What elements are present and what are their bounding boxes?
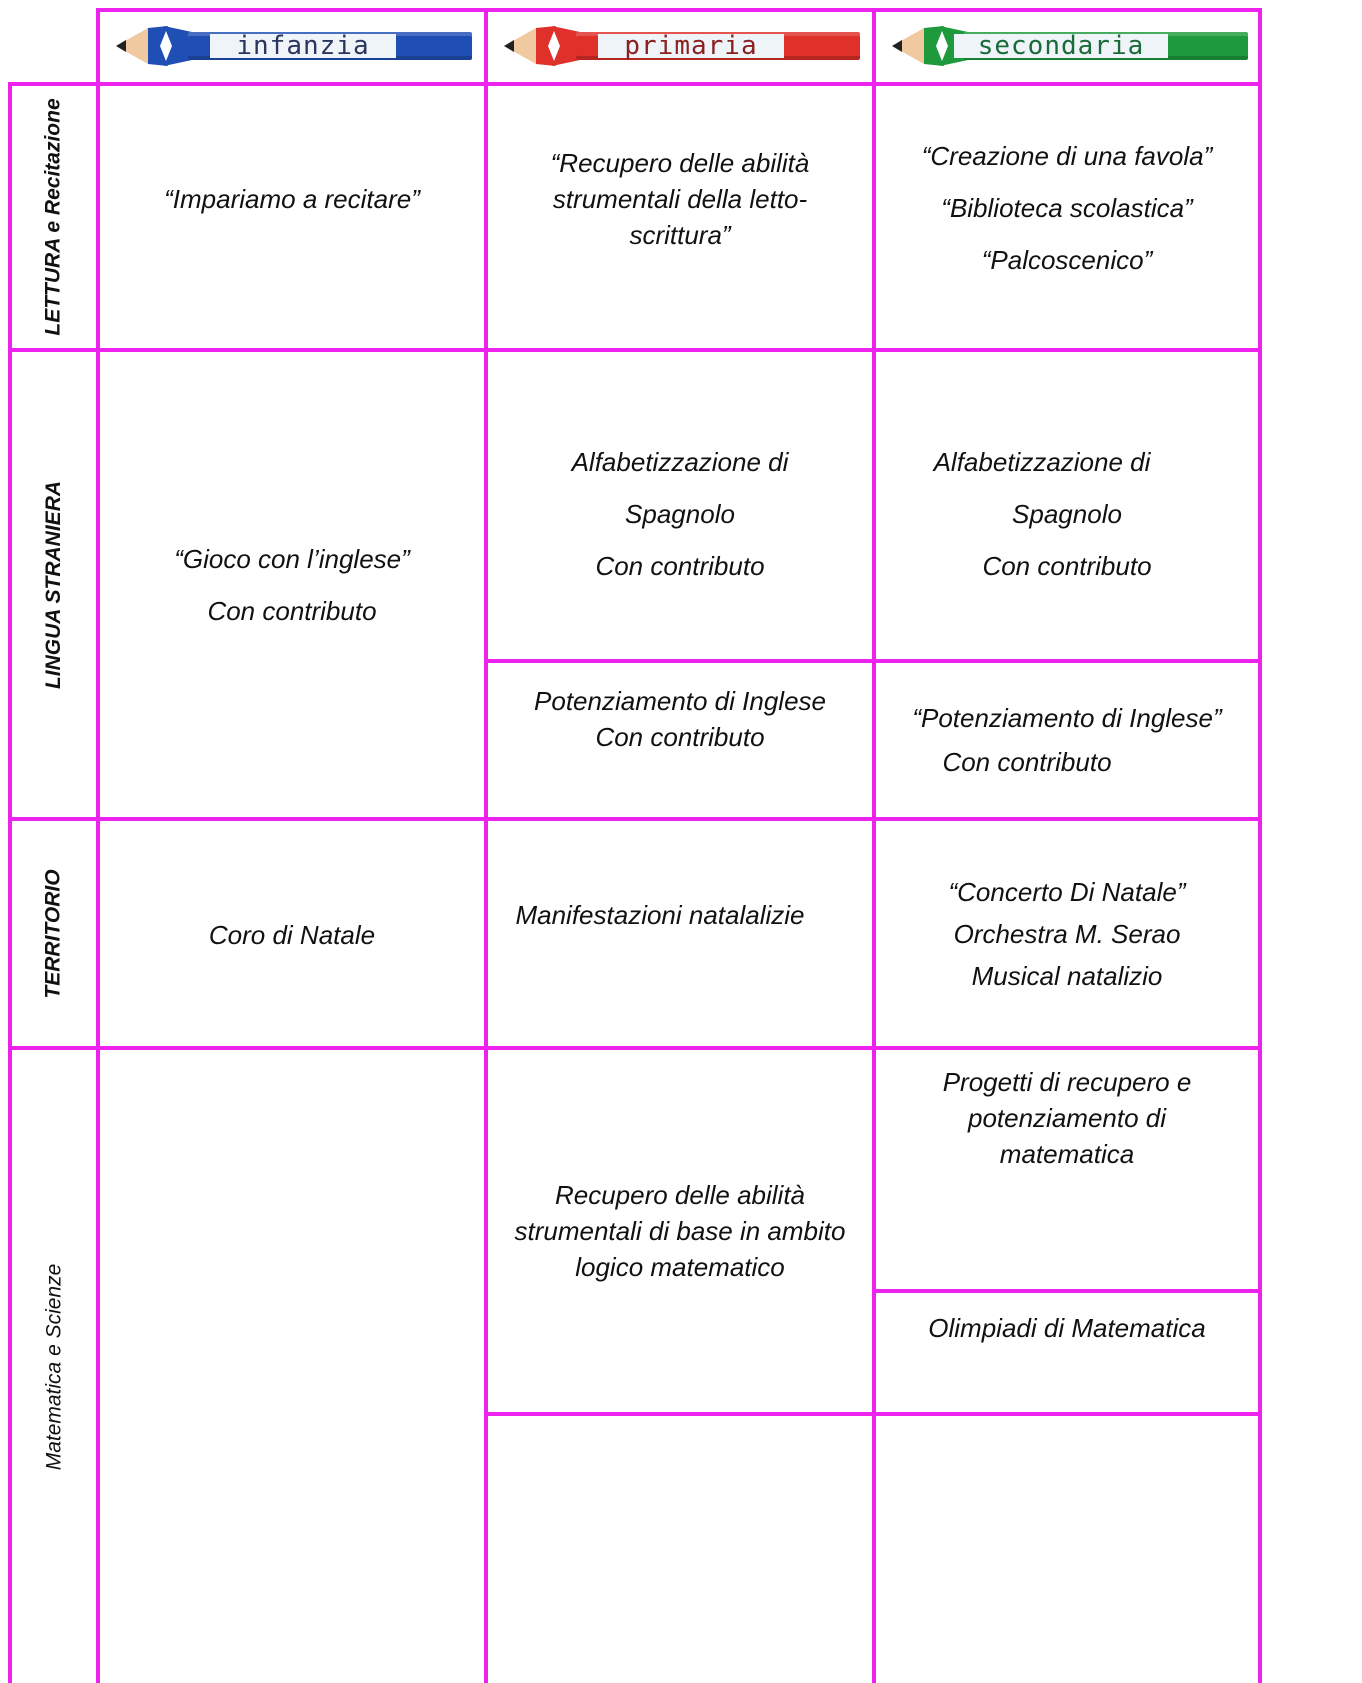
cell-lettura-secondaria: “Creazione di una favola” “Biblioteca sc… [921,141,1213,275]
header-label-secondaria: secondaria [954,33,1168,59]
cell-matematica-primaria-empty [488,1416,872,1683]
header-label-primaria: primaria [598,33,784,59]
cell-matematica-secondaria-empty [876,1416,1258,1683]
grid-line [96,8,100,1683]
cell-territorio-secondaria: “Concerto Di Natale” Orchestra M. Serao … [948,876,1186,991]
cell-lingua-secondaria-inglese: “Potenziamento di Inglese” Con contribut… [912,703,1222,777]
cell-matematica-secondaria-progetti: Progetti di recupero e potenziamento di … [942,1067,1192,1169]
grid-line [872,8,876,1683]
grid-line [1258,8,1262,1683]
cell-matematica-infanzia [100,1050,484,1683]
cell-lingua-secondaria-spagnolo: Alfabetizzazione di Spagnolo Con contrib… [933,446,1152,581]
cell-lingua-primaria-inglese: Potenziamento di Inglese Con contributo [534,686,826,752]
pencil-header-secondaria: secondaria [888,24,1248,68]
row-label-lettura: LETTURA e Recitazione [42,98,66,336]
cell-matematica-primaria-recupero: Recupero delle abilità strumentali di ba… [514,1180,846,1282]
row-label-territorio: TERRITORIO [42,868,65,999]
grid-line [8,82,1262,86]
grid-line [8,348,1262,352]
header-label-infanzia: infanzia [210,33,396,59]
row-label-lingua-straniera: LINGUA STRANIERA [42,480,65,689]
pencil-header-primaria: primaria [500,24,860,68]
grid-line [8,817,1262,821]
cell-lingua-primaria-spagnolo: Alfabetizzazione di Spagnolo Con contrib… [571,446,789,581]
cell-lettura-infanzia: “Impariamo a recitare” [164,184,420,214]
pencil-tip-icon [504,26,580,66]
row-label-matematica: Matematica e Scienze [42,1263,66,1470]
cell-territorio-infanzia: Coro di Natale [208,920,376,950]
grid-line [96,8,1262,12]
cell-lingua-infanzia: “Gioco con l’inglese” Con contributo [174,543,410,626]
pencil-header-infanzia: infanzia [112,24,472,68]
grid-line [874,1289,1262,1293]
cell-lettura-primaria: “Recupero delle abilità strumentali dell… [550,148,810,250]
grid-line [8,1046,1262,1050]
cell-matematica-secondaria-olimpiadi: Olimpiadi di Matematica [928,1313,1206,1343]
pencil-tip-icon [116,26,192,66]
grid-line [8,82,12,1683]
grid-line [484,8,488,1683]
cell-territorio-primaria: Manifestazioni natalalizie [515,900,805,930]
